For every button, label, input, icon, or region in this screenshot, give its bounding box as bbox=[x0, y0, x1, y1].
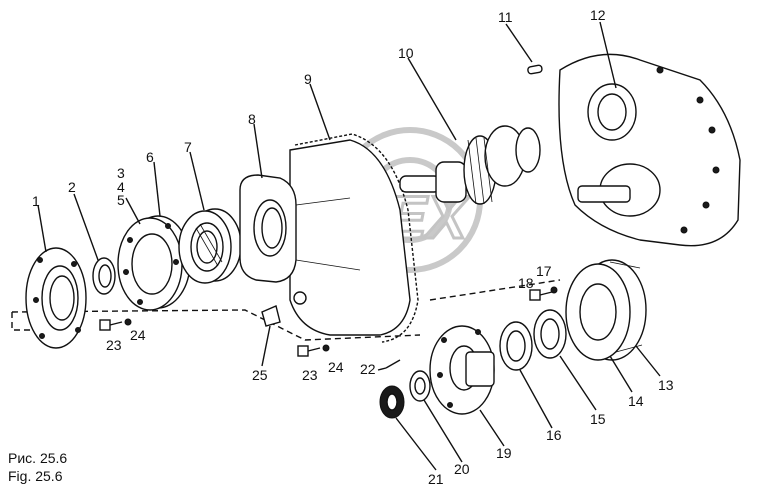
callout-8: 8 bbox=[248, 111, 256, 127]
callout-20: 20 bbox=[454, 461, 470, 477]
callout-labels: 1 2 3 4 5 6 7 8 9 10 11 12 13 14 15 16 1… bbox=[32, 7, 674, 487]
part-22-cotter bbox=[385, 359, 401, 369]
callout-5: 5 bbox=[117, 192, 125, 208]
callout-6: 6 bbox=[146, 149, 154, 165]
part-21-nut bbox=[379, 385, 405, 419]
figure-caption-ru: Рис. 25.6 bbox=[8, 450, 68, 466]
callout-4: 4 bbox=[117, 179, 125, 195]
part-23-24-bolt-mid bbox=[297, 344, 330, 357]
callout-25: 25 bbox=[252, 367, 268, 383]
callout-22: 22 bbox=[360, 361, 376, 377]
figure-caption-en: Fig. 25.6 bbox=[8, 468, 63, 484]
part-16-seal bbox=[499, 321, 533, 371]
part-8-housing bbox=[239, 133, 419, 343]
callout-12: 12 bbox=[590, 7, 606, 23]
part-25-gasket bbox=[261, 305, 281, 327]
part-17-18-bolt bbox=[529, 286, 558, 301]
callout-7: 7 bbox=[184, 139, 192, 155]
part-2-ring bbox=[92, 257, 116, 295]
callout-19: 19 bbox=[496, 445, 512, 461]
callout-10: 10 bbox=[398, 45, 414, 61]
callout-2: 2 bbox=[68, 179, 76, 195]
part-19-output-flange bbox=[429, 325, 495, 415]
part-12-main-case bbox=[558, 53, 741, 247]
part-15-seal bbox=[533, 309, 567, 359]
part-7-bearing bbox=[178, 208, 242, 284]
callout-16: 16 bbox=[546, 427, 562, 443]
part-11-pin bbox=[527, 64, 543, 75]
callout-23-mid: 23 bbox=[302, 367, 318, 383]
callout-13: 13 bbox=[658, 377, 674, 393]
callout-24-left: 24 bbox=[130, 327, 146, 343]
callout-15: 15 bbox=[590, 411, 606, 427]
callout-3: 3 bbox=[117, 165, 125, 181]
part-6-flange bbox=[117, 215, 191, 311]
callout-14: 14 bbox=[628, 393, 644, 409]
callout-11: 11 bbox=[498, 9, 513, 25]
leader-lines bbox=[37, 21, 661, 471]
part-13-cap bbox=[565, 259, 647, 361]
part-20-washer bbox=[409, 370, 431, 402]
callout-21: 21 bbox=[428, 471, 444, 487]
callout-23-left: 23 bbox=[106, 337, 122, 353]
part-1-flange-cover bbox=[25, 247, 87, 349]
callout-18: 18 bbox=[518, 275, 534, 291]
callout-9: 9 bbox=[304, 71, 312, 87]
axis-lines bbox=[11, 279, 561, 341]
part-23-24-bolt-left bbox=[99, 318, 132, 331]
callout-1: 1 bbox=[32, 193, 40, 209]
part-10-gear-shaft bbox=[399, 125, 541, 205]
callout-17: 17 bbox=[536, 263, 552, 279]
callout-24-mid: 24 bbox=[328, 359, 344, 375]
